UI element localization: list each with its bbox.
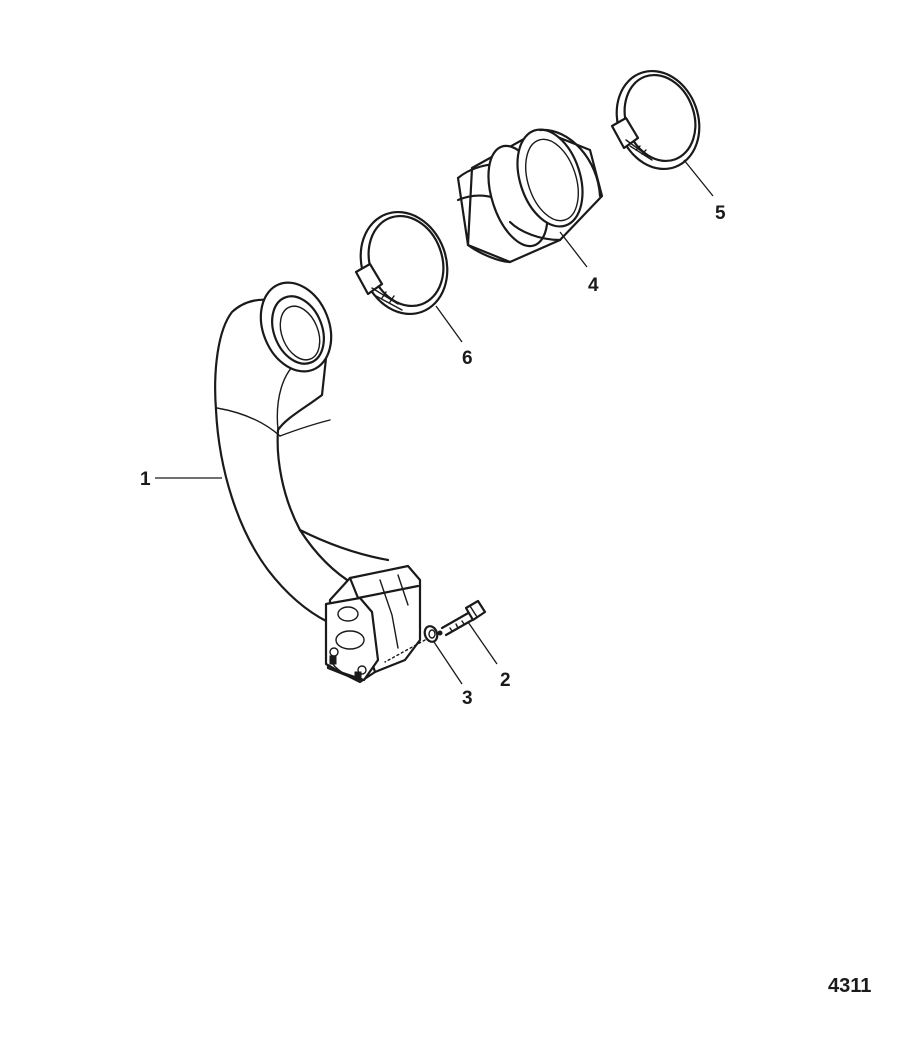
callout-1: 1 — [140, 469, 151, 490]
part-4-coupler-sleeve — [456, 128, 604, 264]
part-2-bolt — [437, 599, 487, 637]
leader-2 — [467, 621, 498, 665]
part-3-washer — [384, 625, 439, 663]
leader-5 — [683, 159, 714, 197]
callout-5: 5 — [715, 203, 726, 224]
leader-6 — [435, 305, 463, 343]
callout-6: 6 — [462, 348, 473, 369]
leader-lines — [155, 159, 714, 685]
part-6-hose-clamp — [354, 210, 449, 316]
drawing-number: 4311 — [828, 975, 871, 997]
callout-4: 4 — [588, 275, 599, 296]
part-1-exhaust-elbow — [214, 281, 422, 684]
callout-3: 3 — [462, 688, 473, 709]
part-5-hose-clamp — [610, 69, 701, 171]
callout-2: 2 — [500, 670, 511, 691]
leader-4 — [559, 231, 588, 268]
leader-3 — [433, 641, 463, 685]
